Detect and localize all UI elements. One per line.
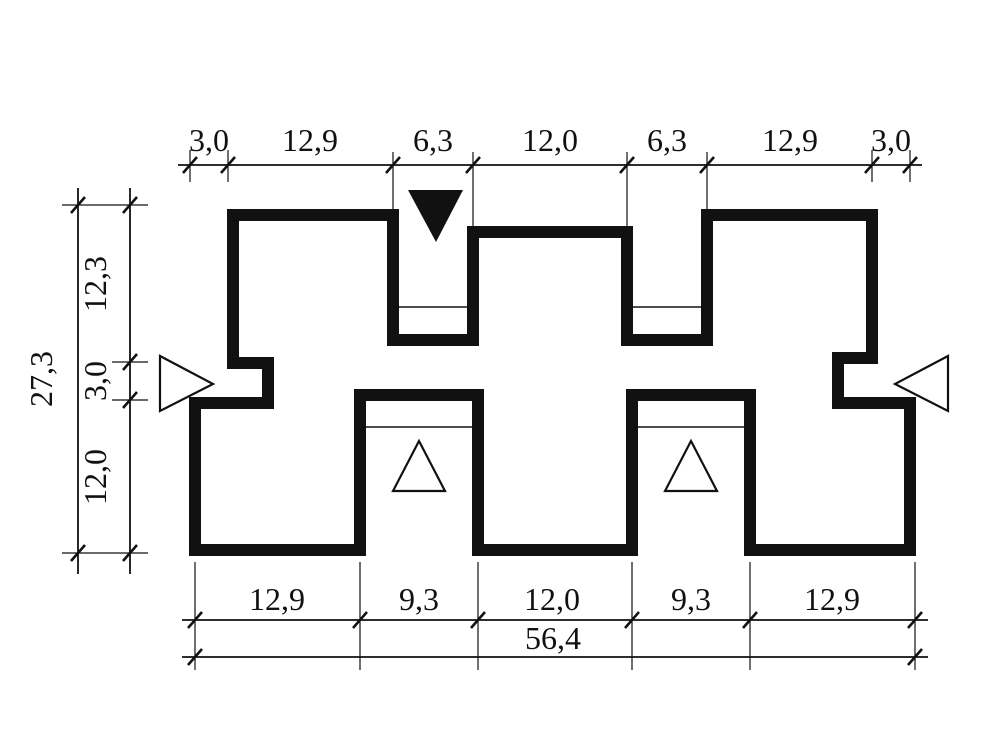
dim-label-bottom-5: 12,9 — [804, 581, 860, 617]
dim-label-left-3: 12,0 — [77, 449, 113, 505]
dim-label-top-5: 6,3 — [647, 122, 687, 158]
dim-label-left-2: 3,0 — [77, 361, 113, 401]
dim-label-left-overall: 27,3 — [23, 351, 59, 407]
dim-label-top-2: 12,9 — [282, 122, 338, 158]
left-extension-lines — [62, 204, 148, 554]
top-dimension-chain: 3,0 12,9 6,3 12,0 6,3 12,9 3,0 — [178, 122, 922, 229]
dim-label-top-7: 3,0 — [871, 122, 911, 158]
building-outline — [189, 209, 916, 556]
dim-label-left-1: 12,3 — [77, 256, 113, 312]
top-extension-lines — [189, 150, 911, 229]
bottom-dimension-chains: 12,9 9,3 12,0 9,3 12,9 56,4 — [182, 562, 928, 670]
dim-label-top-3: 6,3 — [413, 122, 453, 158]
dim-label-bottom-3: 12,0 — [524, 581, 580, 617]
dim-label-top-4: 12,0 — [522, 122, 578, 158]
left-dimension-chains: 27,3 12,3 3,0 12,0 — [23, 188, 148, 574]
bottom-extension-lines — [194, 562, 916, 670]
entrance-marker-filled-down-triangle-icon — [408, 190, 463, 242]
dim-label-bottom-1: 12,9 — [249, 581, 305, 617]
interior-thin-lines — [360, 306, 750, 428]
entrance-marker-up-triangle-right-icon — [663, 438, 719, 493]
outer-wall-path — [189, 209, 916, 556]
dim-label-bottom-2: 9,3 — [399, 581, 439, 617]
dim-label-top-6: 12,9 — [762, 122, 818, 158]
side-arrow-left-icon — [158, 354, 216, 413]
dim-label-bottom-4: 9,3 — [671, 581, 711, 617]
recess-lines — [360, 306, 750, 428]
entrance-marker-up-triangle-left-icon — [391, 438, 447, 493]
markers — [158, 190, 950, 493]
side-arrow-right-icon — [892, 354, 950, 413]
dim-label-bottom-overall: 56,4 — [525, 620, 581, 656]
dim-label-top-1: 3,0 — [189, 122, 229, 158]
